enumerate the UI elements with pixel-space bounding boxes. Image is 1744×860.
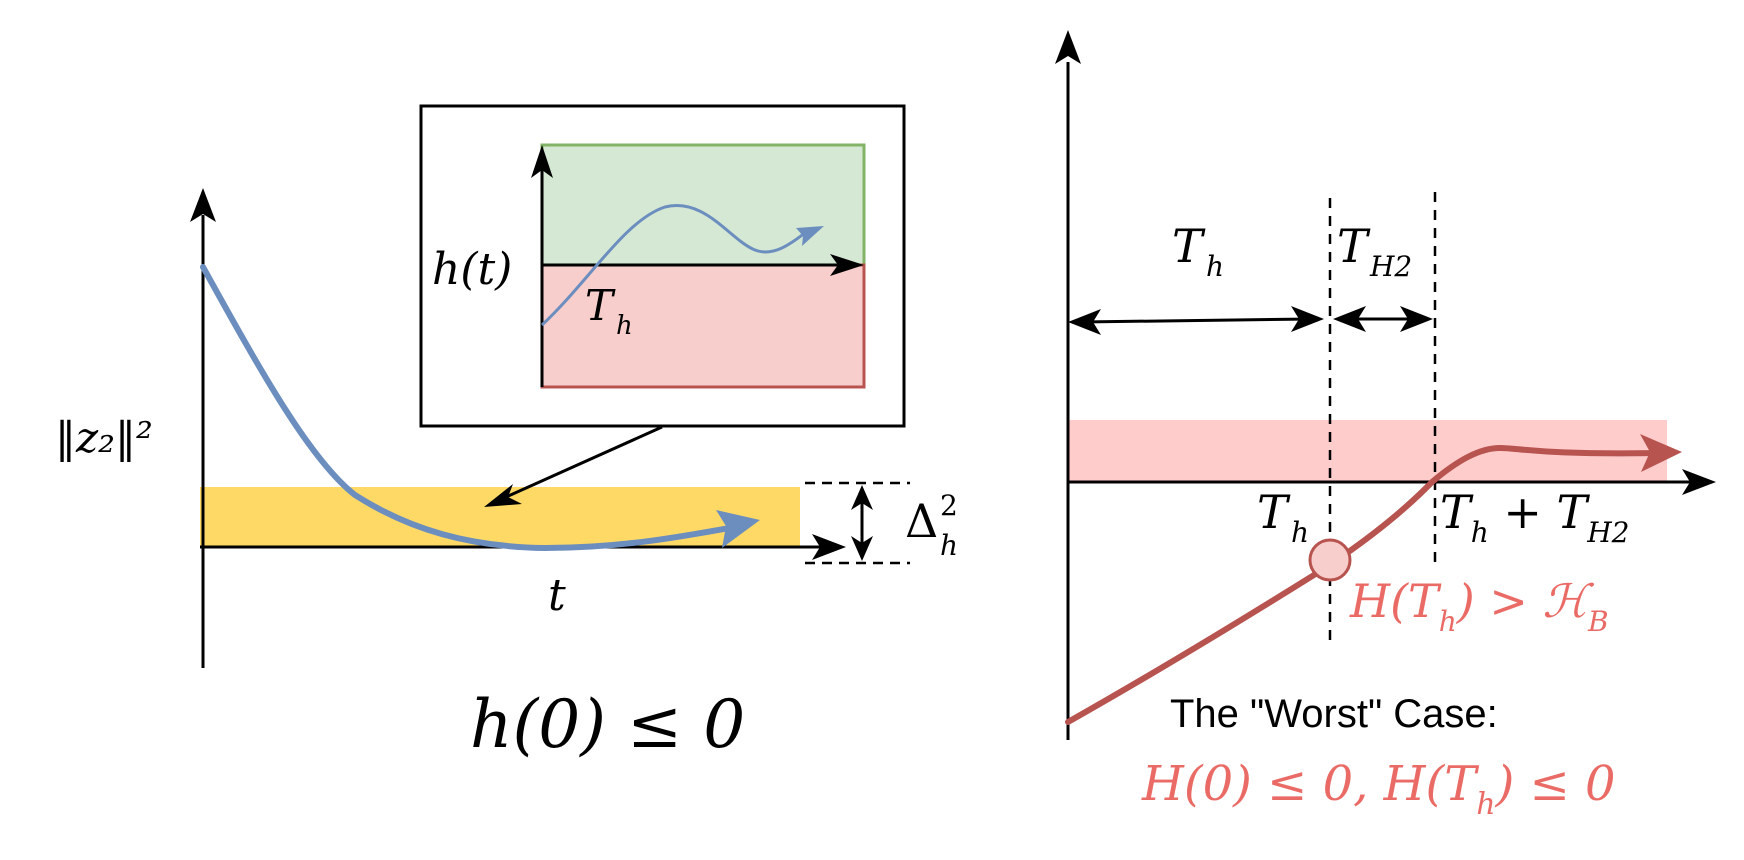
interval-th-sub: h [1206,250,1224,283]
tick-th-label: T [1257,485,1291,539]
inset-t-label: T [585,281,616,330]
right-y-axis-arrowhead [1055,30,1081,64]
inset-callout-arrowhead [484,484,522,507]
inset-t-sub: h [616,311,633,341]
interval-arrow-th2-left-head [1333,306,1366,332]
left-panel: ‖z₂‖² t Δ 2 h h(0) ≤ 0 h(t) T h [55,104,958,763]
worst-case-formula: H(0) ≤ 0, H(Th) ≤ 0 [1141,756,1616,822]
tick-th-sub: h [1291,516,1309,549]
left-x-axis-arrowhead [812,534,846,560]
th-marker [1308,538,1352,582]
inset-y-axis-arrowhead [531,145,553,178]
left-condition: h(0) ≤ 0 [470,686,745,763]
left-x-label: t [548,570,566,621]
barrier-curve [1065,444,1663,725]
barrier-curve-arrowhead [1640,434,1682,472]
inset-safe-region [540,143,866,267]
tick-th-plus-th2-label: Th + TH2 [1440,485,1629,549]
delta-sup: 2 [940,489,958,522]
inset-h-curve [540,204,806,327]
delta-arrowhead-up [851,485,873,510]
right-x-axis-arrowhead [1682,469,1716,495]
interval-arrow-th-right-head [1291,306,1324,332]
left-y-axis-arrowhead [190,188,216,222]
worst-case-title: The "Worst" Case: [1170,692,1498,736]
left-y-label: ‖z₂‖² [55,413,153,462]
marker-condition: H(Th) > ℋB [1349,574,1609,638]
interval-arrow-th [1081,317,1311,324]
interval-th-label: T [1172,219,1206,273]
inset-x-axis-arrowhead [830,254,864,276]
inset-callout [494,425,663,504]
inset-y-label: h(t) [432,244,512,295]
right-panel: T h T H2 T h Th + TH2 H(Th) > ℋB The "Wo… [1055,30,1716,822]
interval-th2-label: T [1337,219,1371,273]
delta-arrowhead-down [851,536,873,561]
inset-h-curve-arrowhead [796,226,824,246]
interval-th2-sub: H2 [1369,250,1412,283]
delta-sub: h [940,529,958,562]
interval-arrow-th-left-head [1068,309,1101,335]
interval-arrow-th2-right-head [1400,306,1433,332]
norm-decay-curve [200,264,738,552]
norm-decay-curve-arrowhead [716,510,760,548]
delta-label: Δ [905,494,938,548]
